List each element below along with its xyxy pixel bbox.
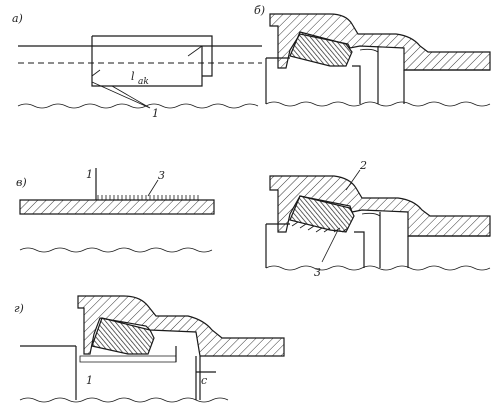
coupling-body-b2 xyxy=(269,175,491,237)
label-2-b2: 2 xyxy=(359,159,367,172)
adhesive-fill-b2 xyxy=(291,221,349,233)
pipe-v-break-bottom xyxy=(19,247,213,253)
roughened-zone-v xyxy=(97,195,199,200)
leader-2-b2 xyxy=(345,169,361,191)
panel-a-label: а) xyxy=(12,12,23,25)
pipe-g-inner xyxy=(75,346,201,400)
label-c-g: c xyxy=(201,374,207,387)
pipe-b-end xyxy=(359,48,379,53)
panel-b-label: б) xyxy=(254,4,265,17)
pipe-a-break-bottom xyxy=(17,103,259,109)
panel-v: в) 1 3 xyxy=(16,168,215,253)
label-3-v: 3 xyxy=(158,169,165,182)
pipe-g-top-edge xyxy=(20,345,216,373)
panel-v-label: в) xyxy=(16,176,27,189)
panel-b: б) xyxy=(254,4,491,107)
pipe-b2-break-bottom xyxy=(265,265,491,271)
label-1-v: 1 xyxy=(86,168,93,181)
pipe-b2-inner xyxy=(266,212,490,268)
label-1-g: 1 xyxy=(86,374,93,387)
leader-3-v xyxy=(147,179,159,197)
sleeve-tick-a xyxy=(91,69,101,77)
panel-g: г) 1 c xyxy=(14,295,285,403)
label-3-b2: 3 xyxy=(314,266,321,279)
seal-ring-g xyxy=(91,317,155,355)
sleeve-template-a xyxy=(91,35,213,87)
l-ak-label: l xyxy=(131,70,135,83)
pipe-b-inner xyxy=(266,46,490,104)
leader-3-b2 xyxy=(321,229,339,263)
adhesive-layer-g xyxy=(79,355,177,363)
panel-a: а) l ak 1 xyxy=(12,12,262,120)
pipe-g-break-bottom xyxy=(19,397,229,403)
pipe-v-wall xyxy=(19,199,215,215)
label-1-a: 1 xyxy=(152,107,159,120)
sleeve-corner-mark-a xyxy=(187,45,203,57)
seal-ring-b2 xyxy=(289,195,355,233)
panel-b2: 2 3 xyxy=(265,159,491,279)
panel-g-label: г) xyxy=(14,302,24,315)
l-ak-subscript: ak xyxy=(138,77,149,87)
pipe-b2-end xyxy=(361,212,381,217)
seal-ring-b xyxy=(289,31,353,67)
leader-1-a xyxy=(91,81,151,109)
